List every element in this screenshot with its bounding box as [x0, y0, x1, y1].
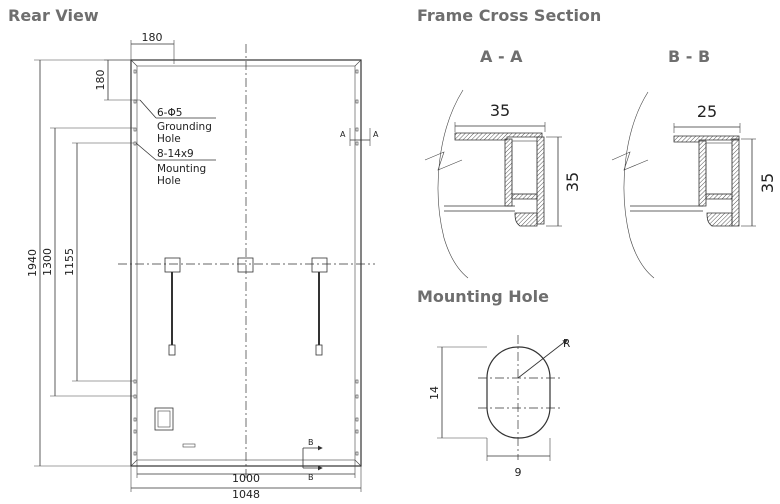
dim-1048-text: 1048 [232, 488, 260, 501]
section-mark-b: B B [302, 438, 323, 482]
mounting-slot: R 14 9 [428, 335, 570, 479]
section-aa-label: A - A [480, 47, 523, 66]
aa-height-dim: 35 [563, 172, 582, 192]
dim-top-180-text: 180 [142, 31, 163, 44]
dim-1048: 1048 [130, 466, 362, 501]
junction-boxes [164, 257, 328, 356]
section-b-top: B [308, 438, 314, 447]
grounding-label-2: Hole [157, 133, 181, 145]
hole-height-dim: 14 [428, 386, 441, 400]
section-a-right: A [373, 130, 379, 139]
dim-1940-text: 1940 [26, 249, 39, 277]
dim-1000: 1000 [136, 460, 356, 485]
mounting-spec: 8-14x9 [157, 148, 194, 160]
profile-bb: 25 35 [611, 91, 777, 279]
grounding-label-1: Grounding [157, 121, 212, 133]
dim-1940: 1940 [26, 59, 131, 467]
dim-1000-text: 1000 [232, 472, 260, 485]
mounting-label-2: Hole [157, 175, 181, 187]
bb-width-dim: 25 [697, 102, 717, 121]
label-plate [154, 407, 174, 431]
rear-view-title: Rear View [8, 6, 99, 25]
section-mark-a: A A [340, 128, 379, 146]
section-b-bottom: B [308, 473, 314, 482]
radius-label: R [563, 338, 570, 350]
mounting-hole-title: Mounting Hole [417, 287, 549, 306]
dim-1155-text: 1155 [63, 248, 76, 276]
mounting-label-1: Mounting [157, 163, 206, 175]
dim-corner-180: 180 [94, 59, 140, 101]
drain-slot [182, 443, 196, 448]
aa-width-dim: 35 [490, 101, 510, 120]
dim-1300: 1300 [41, 127, 134, 397]
dim-1300-text: 1300 [41, 248, 54, 276]
section-a-left: A [340, 130, 346, 139]
dim-corner-180-text: 180 [94, 70, 107, 91]
profile-aa: 35 35 [424, 89, 582, 279]
hole-width-dim: 9 [515, 466, 522, 479]
dim-top-180: 180 [130, 31, 175, 64]
mounting-hole-note: 8-14x9 Mounting Hole [135, 142, 216, 187]
section-bb-label: B - B [668, 47, 710, 66]
cross-section-title: Frame Cross Section [417, 6, 601, 25]
grounding-hole-note: 6-Φ5 Grounding Hole [139, 99, 216, 145]
grounding-spec: 6-Φ5 [157, 107, 182, 119]
bb-height-dim: 35 [758, 173, 777, 193]
dim-1155: 1155 [63, 142, 134, 382]
